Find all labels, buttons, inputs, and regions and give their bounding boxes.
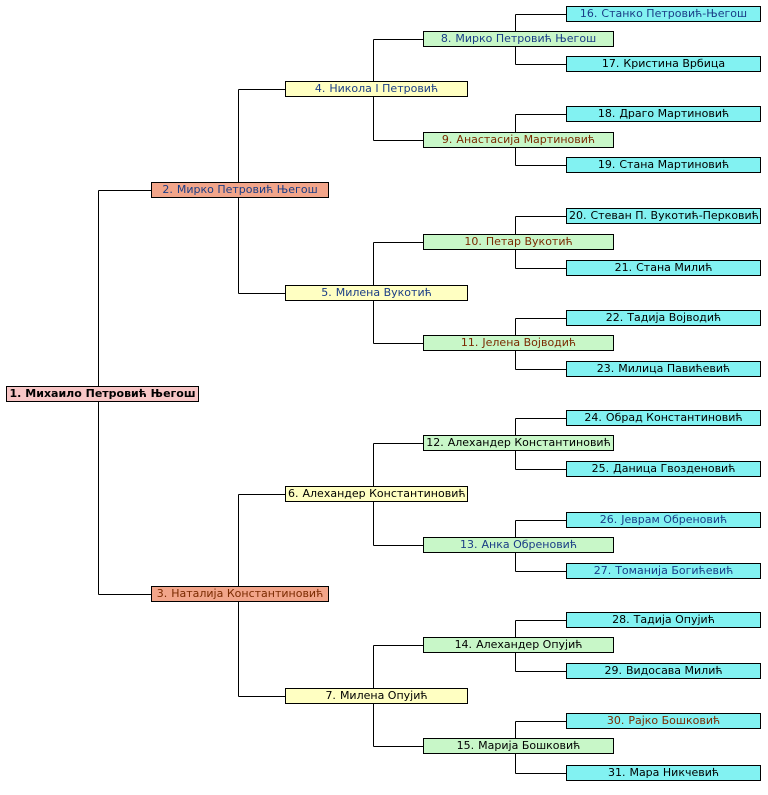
person-number: 7. (325, 689, 336, 702)
person-box-18[interactable]: 18.Драго Мартиновић (566, 106, 761, 122)
person-number: 9. (441, 133, 453, 146)
person-name: Даница Гвозденовић (613, 462, 736, 475)
person-number: 19. (597, 158, 616, 171)
person-number: 30. (606, 714, 625, 727)
person-name: Тадија Опујић (633, 613, 715, 626)
person-number: 15. (456, 739, 475, 752)
person-number: 11. (460, 336, 479, 349)
person-name: Милена Опујић (339, 689, 428, 702)
person-number: 16. (579, 7, 598, 20)
person-number: 5. (321, 286, 332, 299)
person-box-7[interactable]: 7.Милена Опујић (285, 688, 468, 704)
person-box-8[interactable]: 8.Мирко Петровић Његош (423, 31, 614, 47)
person-name: Милица Павићевић (618, 362, 731, 375)
person-name: Драго Мартиновић (619, 107, 730, 120)
person-name: Обрад Константиновић (605, 411, 743, 424)
person-name: Јеврам Обреновић (621, 513, 728, 526)
person-box-5[interactable]: 5.Милена Вукотић (285, 285, 468, 301)
person-box-12[interactable]: 12.Алехандер Константиновић (423, 435, 614, 451)
person-number: 21. (614, 261, 633, 274)
person-number: 23. (596, 362, 615, 375)
person-name: Стана Мартиновић (619, 158, 730, 171)
person-name: Алехандер Константиновић (447, 436, 611, 449)
person-name: Тадија Војводић (627, 311, 722, 324)
person-name: Никола I Петровић (329, 82, 439, 95)
person-name: Михаило Петровић Његош (25, 387, 196, 400)
person-number: 25. (591, 462, 610, 475)
person-number: 14. (454, 638, 473, 651)
person-number: 26. (599, 513, 618, 526)
person-number: 29. (604, 664, 622, 677)
person-name: Стана Милић (636, 261, 713, 274)
person-number: 24. (584, 411, 602, 424)
person-number: 12. (426, 436, 444, 449)
person-name: Стеван П. Вукотић-Перковић (590, 209, 759, 222)
person-number: 3. (156, 587, 168, 600)
person-name: Алехандер Опујић (476, 638, 583, 651)
person-name: Кристина Врбица (623, 57, 726, 70)
person-box-27[interactable]: 27.Томанија Богићевић (566, 563, 761, 579)
person-box-28[interactable]: 28.Тадија Опујић (566, 612, 761, 628)
person-box-24[interactable]: 24.Обрад Константиновић (566, 410, 761, 426)
person-number: 18. (597, 107, 616, 120)
person-name: Алехандер Константиновић (302, 487, 466, 500)
person-name: Марија Бошковић (478, 739, 581, 752)
person-name: Анка Обреновић (481, 538, 577, 551)
person-number: 6. (288, 487, 299, 500)
person-box-25[interactable]: 25.Даница Гвозденовић (566, 461, 761, 477)
person-box-23[interactable]: 23.Милица Павићевић (566, 361, 761, 377)
person-box-14[interactable]: 14.Алехандер Опујић (423, 637, 614, 653)
person-box-22[interactable]: 22.Тадија Војводић (566, 310, 761, 326)
person-number: 28. (612, 613, 630, 626)
person-name: Рајко Бошковић (628, 714, 721, 727)
person-box-30[interactable]: 30.Рајко Бошковић (566, 713, 761, 729)
person-box-19[interactable]: 19.Стана Мартиновић (566, 157, 761, 173)
person-name: Јелена Војводић (482, 336, 577, 349)
person-box-11[interactable]: 11.Јелена Војводић (423, 335, 614, 351)
person-number: 31. (607, 766, 626, 779)
person-box-3[interactable]: 3.Наталија Константиновић (151, 586, 329, 602)
person-box-4[interactable]: 4.Никола I Петровић (285, 81, 468, 97)
person-number: 10. (464, 235, 482, 248)
person-box-26[interactable]: 26.Јеврам Обреновић (566, 512, 761, 528)
person-name: Анастасија Мартиновић (456, 133, 596, 146)
person-box-10[interactable]: 10.Петар Вукотић (423, 234, 614, 250)
person-number: 1. (9, 387, 22, 400)
person-box-21[interactable]: 21.Стана Милић (566, 260, 761, 276)
person-box-15[interactable]: 15.Марија Бошковић (423, 738, 614, 754)
person-name: Видосава Милић (625, 664, 723, 677)
person-name: Станко Петровић-Његош (601, 7, 748, 20)
person-name: Томанија Богићевић (615, 564, 734, 577)
person-box-29[interactable]: 29.Видосава Милић (566, 663, 761, 679)
person-box-17[interactable]: 17.Кристина Врбица (566, 56, 761, 72)
person-number: 27. (593, 564, 612, 577)
person-box-31[interactable]: 31.Мара Никчевић (566, 765, 761, 781)
person-name: Милена Вукотић (335, 286, 432, 299)
person-name: Мара Никчевић (629, 766, 720, 779)
person-box-20[interactable]: 20.Стеван П. Вукотић-Перковић (566, 208, 761, 224)
person-number: 8. (440, 32, 452, 45)
person-box-13[interactable]: 13.Анка Обреновић (423, 537, 614, 553)
person-name: Мирко Петровић Његош (455, 32, 597, 45)
person-number: 2. (162, 183, 173, 196)
person-box-9[interactable]: 9.Анастасија Мартиновић (423, 132, 614, 148)
person-name: Наталија Константиновић (171, 587, 324, 600)
person-name: Петар Вукотић (485, 235, 573, 248)
person-box-2[interactable]: 2.Мирко Петровић Његош (151, 182, 329, 198)
person-number: 13. (459, 538, 478, 551)
person-number: 20. (569, 209, 587, 222)
person-number: 22. (605, 311, 624, 324)
person-box-16[interactable]: 16.Станко Петровић-Његош (566, 6, 761, 22)
person-box-1[interactable]: 1.Михаило Петровић Његош (6, 386, 199, 402)
person-name: Мирко Петровић Његош (176, 183, 318, 196)
person-number: 17. (601, 57, 620, 70)
person-number: 4. (314, 82, 326, 95)
person-box-6[interactable]: 6.Алехандер Константиновић (285, 486, 468, 502)
